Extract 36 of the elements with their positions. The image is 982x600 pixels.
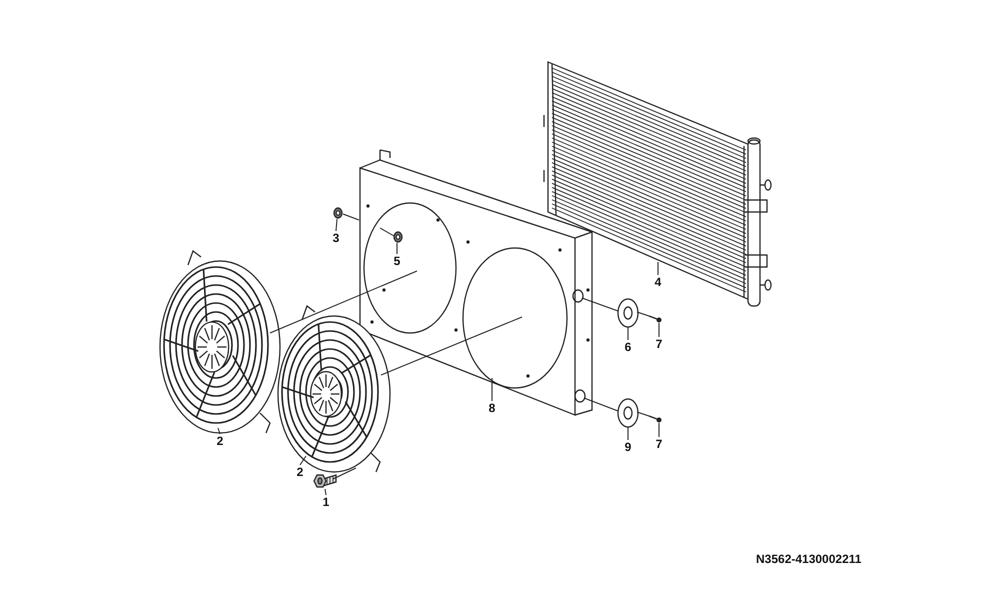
bolt-drawing: [313, 474, 337, 488]
washer-drawing: [617, 398, 639, 428]
fan-drawing: [159, 250, 281, 434]
leader-line: [324, 488, 326, 496]
washer-drawing: [617, 298, 639, 328]
assembly-line: [332, 468, 356, 480]
leader-line: [658, 422, 660, 438]
assembly-line: [636, 312, 650, 316]
leader-line: [300, 456, 306, 466]
callout-number: 2: [296, 466, 304, 479]
callout-number: 8: [488, 402, 496, 415]
callout-number: 6: [624, 341, 632, 354]
drawing-number: N3562-4130002211: [756, 552, 862, 566]
assembly-line: [584, 398, 618, 412]
callout-number: 2: [216, 435, 224, 448]
assembly-line: [582, 298, 618, 312]
callout-number: 1: [322, 496, 330, 509]
callout-number: 7: [654, 338, 664, 351]
screw-drawing: [648, 315, 662, 322]
assembly-line: [270, 270, 418, 334]
callout-number: 3: [332, 232, 340, 245]
screw-drawing: [648, 415, 662, 422]
assembly-line: [380, 228, 394, 236]
leader-line: [336, 218, 338, 232]
condenser-drawing: [543, 61, 772, 307]
leader-line: [658, 322, 660, 338]
assembly-line: [342, 214, 360, 220]
callout-number: 4: [654, 276, 662, 289]
leader-line: [218, 428, 220, 434]
fan-shroud-drawing: [359, 149, 593, 416]
nut-drawing: [333, 207, 343, 219]
callout-number: 7: [654, 438, 664, 451]
leader-line: [396, 242, 398, 254]
assembly-line: [636, 412, 650, 416]
callout-number: 9: [624, 441, 632, 454]
assembly-line: [380, 316, 522, 376]
